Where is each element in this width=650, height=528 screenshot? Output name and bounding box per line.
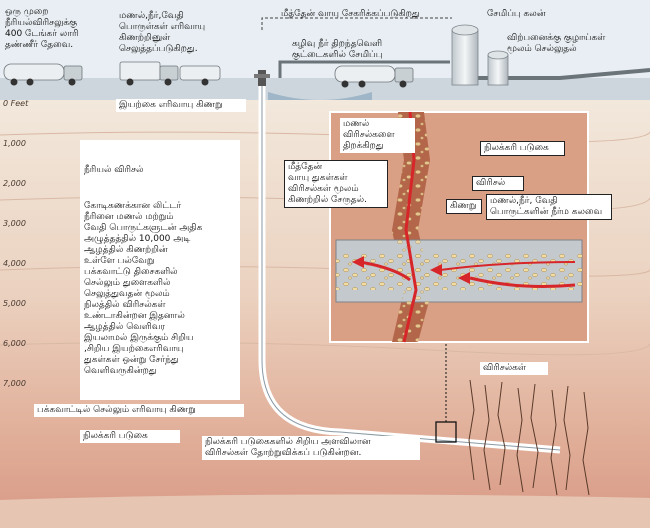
tanker-trucks: [3, 61, 414, 83]
sky: [0, 0, 650, 82]
wastewater-pit: [268, 92, 372, 100]
wastewater-label: கழிவு நீர் திறந்தவெளி குட்டைகளில் சேமிப்…: [292, 39, 383, 60]
depth-label: 3,000: [3, 219, 26, 228]
fracturing-title: நீரியல் விரிசல்: [84, 165, 144, 175]
depth-label: 6,000: [3, 339, 26, 348]
sand-water-mix-label: மணல்,நீர், வேதி பொருட்களின் நீர்ம கலவை: [486, 194, 612, 220]
coal-seam: [0, 494, 650, 528]
coal-fracture-note: நிலக்கரி படுகைகளில் சிறிய அளவிலான விரிசல…: [202, 436, 420, 460]
depth-label: 2,000: [3, 179, 26, 188]
methane-escapes-label: மீத்தேன் வாயு துகள்கள் விரிசல்கள் மூலம் …: [284, 160, 388, 208]
well-inset-label: கிணறு: [446, 199, 482, 214]
well-bore-outline: [261, 86, 561, 451]
gas-well-label: இயற்கை எரிவாயு கிணறு: [116, 99, 246, 112]
depth-label: 4,000: [3, 259, 26, 268]
sand-opens-label: மணல் விரிசல்களை திறக்கிறது: [340, 118, 415, 153]
gas-pipeline: [278, 60, 450, 78]
depth-label: 0 Feet: [3, 99, 29, 108]
water-trucks-label: ஒரு முறை நீரியல்விரிசலுக்கு 400 டேங்கர் …: [5, 7, 79, 50]
ground-surface: [0, 78, 650, 100]
horizontal-well-label: பக்கவாட்டில் செல்லும் எரிவாயு கிணறு: [34, 404, 244, 417]
fracturing-panel: நீரியல் விரிசல் கோடிகணக்கான லிட்டர் நீரி…: [80, 140, 240, 400]
fractures-label: விரிசல்கள்: [480, 362, 548, 375]
fracture-lines: [468, 379, 590, 496]
coal-layer-inset-label: நிலக்கரி படுகை: [480, 141, 565, 156]
wellhead: [254, 70, 270, 86]
depth-label: 1,000: [3, 139, 26, 148]
fracture-inset-label: விரிசல்: [472, 176, 524, 191]
chemical-storage-label: மணல்,நீர்,வேதி பொருள்கள் எரிவாயு கிணற்றி…: [119, 11, 206, 54]
storage-tanks: [451, 24, 509, 86]
storage-tank-label: சேமிப்பு கலன்: [487, 9, 546, 19]
coal-layer-label: நிலக்கரி படுகை: [80, 430, 180, 443]
truck-wheels: [10, 78, 407, 88]
depth-label: 7,000: [3, 379, 26, 388]
fracturing-description: கோடிகணக்கான லிட்டர் நீரினை மணல் மற்றும் …: [84, 201, 203, 376]
depth-label: 5,000: [3, 299, 26, 308]
surface-pipe-dashed: [261, 17, 452, 30]
pipeline-market-label: விற்பனைக்கு குழாய்கள் மூலம் செல்லுதல்: [507, 33, 606, 54]
methane-collected-label: மீத்தேன் வாயு சேகரிக்கப்படுகிறது: [281, 9, 420, 19]
